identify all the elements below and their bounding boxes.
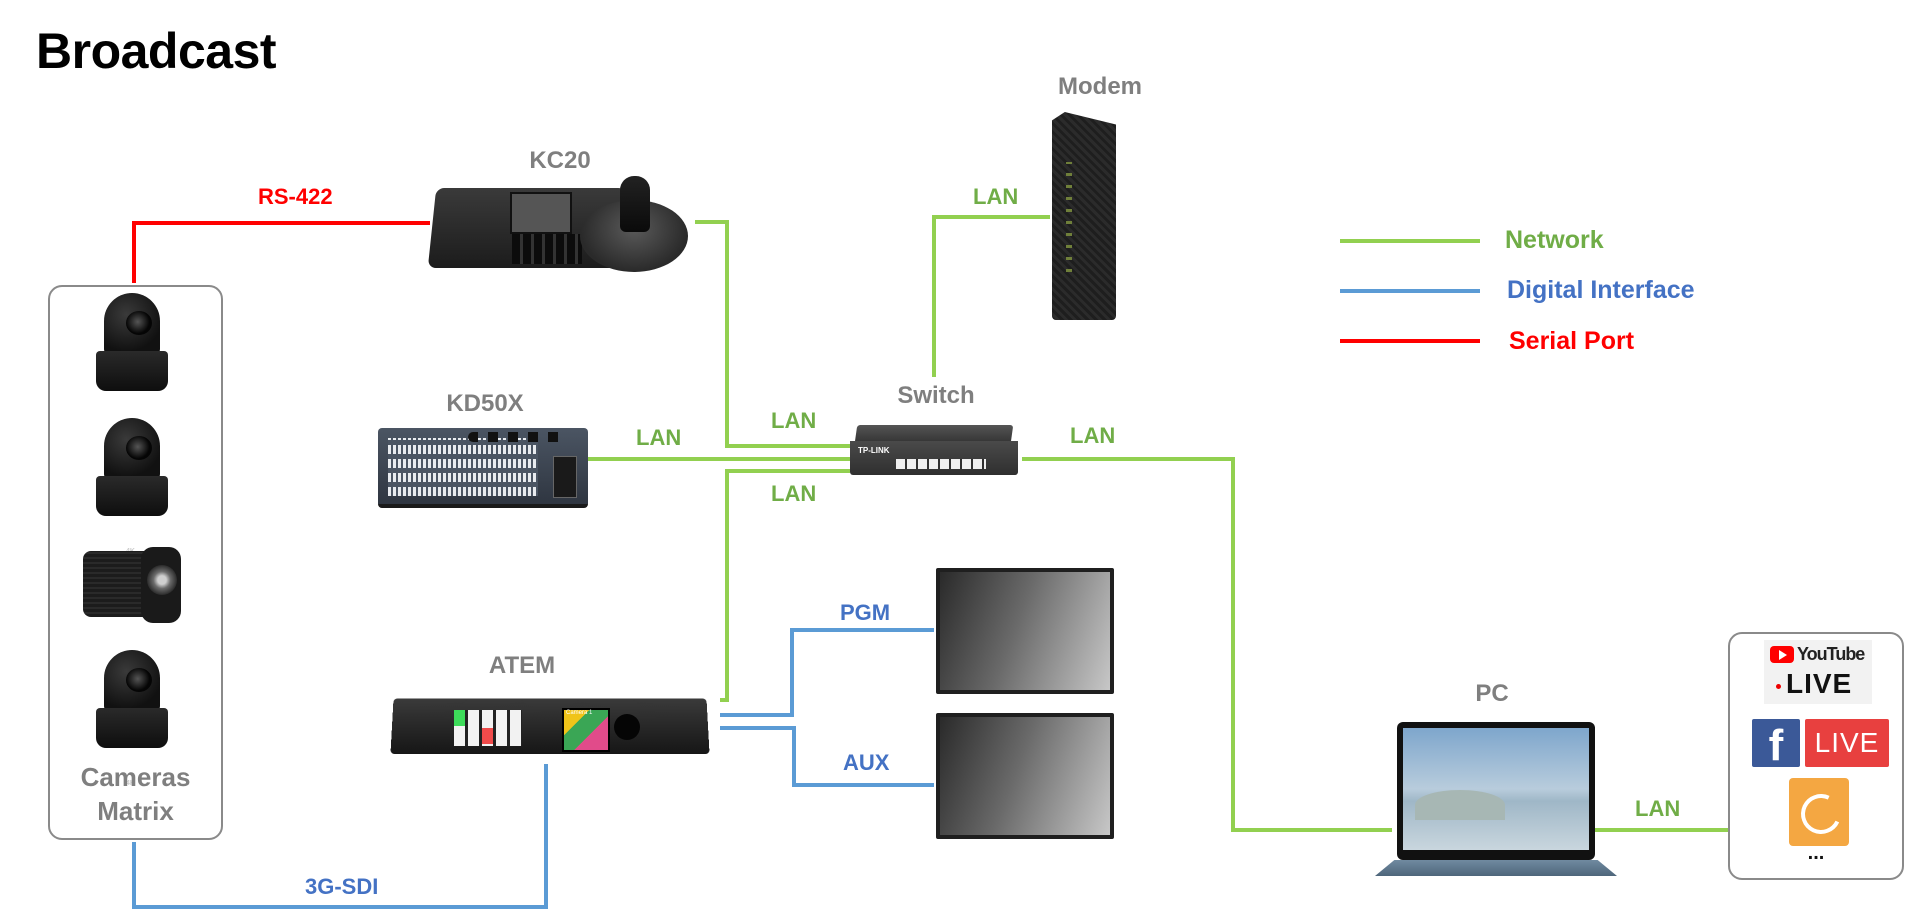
lan-atem-label: LAN <box>771 481 817 506</box>
atem-switcher: Camera 1 <box>390 690 712 760</box>
youtube-live-logo: YouTube LIVE <box>1764 640 1872 704</box>
legend-network-label: Network <box>1505 226 1604 254</box>
lan-kc20-label: LAN <box>771 408 817 433</box>
lan-modem-label: LAN <box>973 184 1019 209</box>
sdi-wire <box>132 764 548 909</box>
aux-monitor <box>936 713 1114 839</box>
cameras-matrix-label: Cameras Matrix <box>48 760 223 828</box>
atem-label: ATEM <box>488 652 556 679</box>
facebook-live-badge: LIVE <box>1805 719 1889 767</box>
switch-pc-wire <box>1022 457 1392 832</box>
modem-switch-wire <box>932 215 1050 377</box>
modem-label: Modem <box>1058 73 1142 100</box>
more-platforms-ellipsis: ... <box>1807 842 1825 864</box>
legend-digital-label: Digital Interface <box>1507 276 1695 304</box>
atem-switch-wire <box>720 469 850 702</box>
pgm-label: PGM <box>840 600 891 625</box>
kc20-controller <box>427 176 690 275</box>
cameras-label-line1: Cameras <box>80 762 191 792</box>
pgm-wire <box>720 628 934 717</box>
facebook-icon: f <box>1752 719 1800 770</box>
kd50x-label: KD50X <box>446 390 524 417</box>
streaming-platforms-box <box>1728 632 1904 880</box>
lan-stream-label: LAN <box>1635 796 1681 821</box>
pc-label: PC <box>1475 680 1509 707</box>
cameras-matrix-box <box>48 285 223 840</box>
pgm-monitor <box>936 568 1114 694</box>
kc20-label: KC20 <box>529 147 591 174</box>
pc-laptop <box>1375 722 1617 882</box>
aux-wire <box>720 726 934 787</box>
lan-kd50x-label: LAN <box>636 425 682 450</box>
ptz-camera-2: 4K <box>96 418 168 555</box>
aux-label: AUX <box>843 750 890 775</box>
kd50x-controller <box>378 428 593 508</box>
kc20-switch-wire <box>695 220 850 448</box>
sdi-label: 3G-SDI <box>305 874 379 899</box>
cameras-label-line2: Matrix <box>97 796 174 826</box>
box-camera <box>83 545 181 625</box>
network-switch: TP-LINK <box>850 425 1018 481</box>
ptz-camera-1: 4K <box>96 293 168 430</box>
page-title: Broadcast <box>36 23 277 79</box>
modem-device <box>1052 112 1116 322</box>
restream-icon <box>1789 778 1849 846</box>
ptz-camera-3: 4K <box>96 650 168 787</box>
rs422-wire <box>132 221 430 283</box>
lan-pc-label: LAN <box>1070 423 1116 448</box>
switch-label: Switch <box>897 382 975 409</box>
rs422-label: RS-422 <box>258 184 333 209</box>
legend-serial-label: Serial Port <box>1509 327 1635 355</box>
